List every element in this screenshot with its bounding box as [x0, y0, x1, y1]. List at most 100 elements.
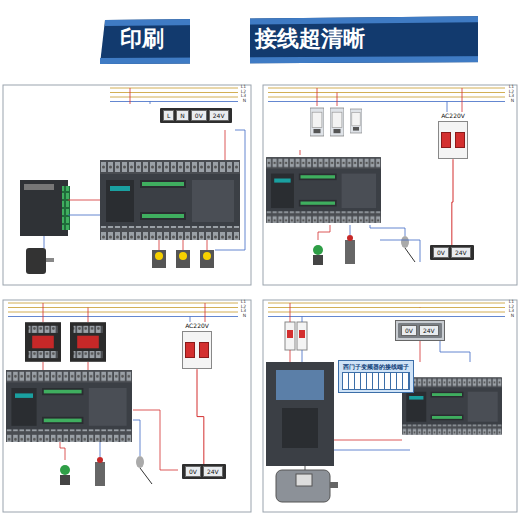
- drawing-part: [276, 470, 330, 502]
- voltage-label: AC220V: [440, 112, 466, 119]
- inverter: [266, 362, 334, 466]
- drawing-part: [44, 236, 45, 248]
- drawing-part: [97, 457, 103, 463]
- terminal-label: 24V: [451, 247, 471, 258]
- terminal-grid: [342, 372, 410, 390]
- drawing-part: [8, 307, 238, 308]
- panel-4-parts: [266, 303, 502, 502]
- table-box: 西门子变频器的接线端子: [338, 360, 414, 393]
- drawing-part: [62, 186, 70, 230]
- busbar-label: N: [511, 314, 514, 319]
- stepper-motor: [26, 248, 46, 274]
- terminal-row: 0V24V: [398, 323, 442, 338]
- drawing-part: [290, 350, 291, 362]
- banner-title: 印刷: [120, 27, 164, 51]
- psu-body: 0V24V: [395, 320, 445, 341]
- stepper-driver: [20, 180, 68, 236]
- terminal-strip: 0V24V: [430, 245, 474, 260]
- drawing-part: [43, 362, 44, 370]
- drawing-part: [68, 215, 100, 216]
- drawing-part: [100, 56, 505, 64]
- drawing-part: [176, 250, 190, 268]
- drawing-part: [305, 466, 306, 470]
- busbar-label: N: [243, 314, 246, 319]
- plc: [100, 160, 240, 240]
- drawing-part: [302, 317, 303, 323]
- buttons: [60, 456, 152, 486]
- drawing-part: [478, 14, 508, 66]
- plc: [6, 370, 132, 442]
- drawing-part: [3, 85, 251, 285]
- drawing-part: [43, 303, 205, 470]
- drawing-part: [317, 88, 318, 106]
- drawing-part: [155, 252, 163, 260]
- title-banner: [100, 14, 508, 66]
- terminal-label: 24V: [209, 110, 229, 121]
- drawing-part: [150, 102, 151, 105]
- drawing-part: [43, 303, 44, 322]
- terminal-label: 0V: [401, 325, 417, 336]
- drawing-part: [215, 130, 245, 250]
- terminal-row: 0V24V: [430, 245, 474, 260]
- drawing-part: [8, 312, 238, 313]
- drawing-part: [179, 252, 187, 260]
- drawing-part: [105, 16, 500, 26]
- breaker-body: [182, 331, 212, 369]
- drawing-part: [276, 470, 330, 502]
- drawing-part: [330, 482, 338, 488]
- drawing-part: [268, 101, 505, 102]
- drawing-part: [159, 240, 160, 250]
- drawing-part: [3, 300, 251, 512]
- relay: [310, 108, 324, 136]
- drawing-part: [68, 200, 100, 201]
- drawing-part: [290, 303, 470, 470]
- power-supply: 0V24V: [395, 320, 445, 341]
- table-heading: 西门子变频器的接线端子: [342, 363, 410, 370]
- terminal-strip: 0V24V: [182, 464, 226, 479]
- drawing-part: [345, 240, 355, 264]
- drawing-part: [268, 92, 505, 93]
- plc: [402, 377, 502, 434]
- drawing-part: [405, 248, 415, 262]
- drawing-part: [302, 350, 303, 362]
- drawing-part: [380, 240, 420, 262]
- drawing-part: [205, 303, 206, 322]
- drawing-part: [447, 102, 448, 113]
- breaker-toggle: [441, 132, 451, 148]
- wire-connector: [452, 159, 453, 245]
- breaker-toggle: [185, 342, 195, 358]
- drawing-part: [60, 465, 70, 475]
- drawing-part: [88, 362, 89, 370]
- drawing-part: [268, 88, 505, 97]
- wire-connector: [197, 369, 204, 464]
- contactor: [25, 322, 61, 362]
- terminal-label: 0V: [185, 466, 201, 477]
- relay: [330, 108, 344, 136]
- busbars: [8, 88, 505, 317]
- drawing-part: [203, 252, 211, 260]
- drawing-part: [268, 97, 505, 98]
- drawing-part: [225, 130, 226, 160]
- drawing-part: [130, 88, 131, 104]
- terminal-strip: LN0V24V: [160, 108, 232, 123]
- drawing-part: [347, 235, 353, 241]
- drawing-part: [152, 250, 166, 268]
- contactor: [70, 322, 106, 362]
- drawing-part: [268, 312, 505, 313]
- terminal-label: 24V: [419, 325, 439, 336]
- buttons: [313, 235, 415, 265]
- drawing-part: [420, 340, 421, 362]
- drawing-part: [263, 300, 517, 512]
- panel-1-parts: [20, 88, 245, 274]
- terminal-label: 24V: [203, 466, 223, 477]
- drawing-part: [285, 322, 295, 350]
- drawing-part: [296, 474, 312, 486]
- drawing-part: [299, 330, 305, 338]
- drawing-part: [297, 322, 307, 350]
- banner-title: 接线超清晰: [255, 27, 365, 51]
- plc: [266, 157, 381, 223]
- drawing-part: [133, 420, 140, 456]
- busbar-label: N: [243, 99, 246, 104]
- busbar-label: N: [511, 99, 514, 104]
